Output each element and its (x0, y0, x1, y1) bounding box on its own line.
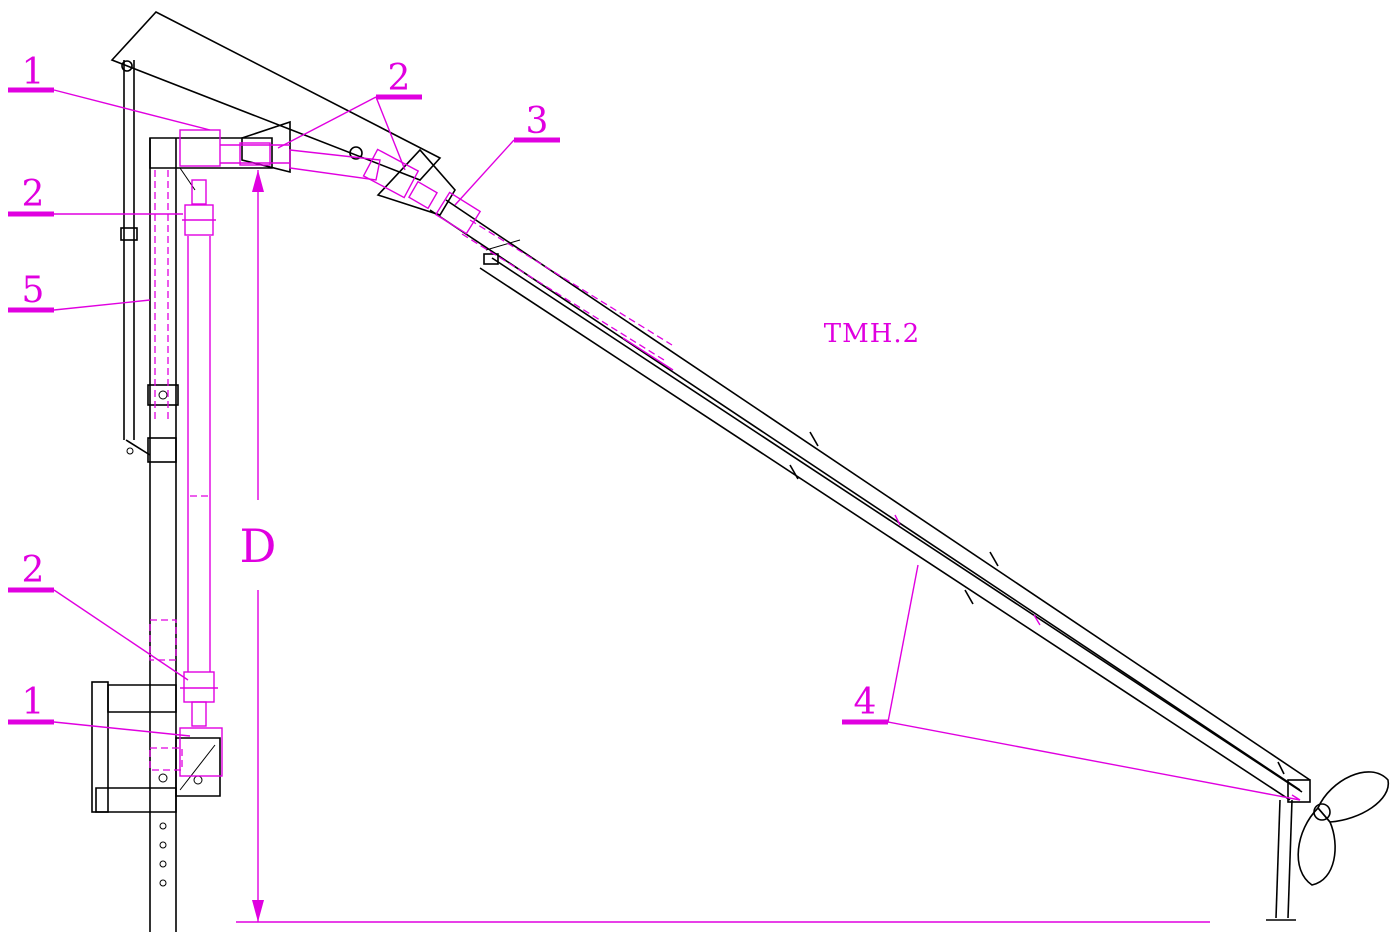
mast-structure (147, 138, 179, 932)
dimension-label: D (240, 519, 277, 573)
callout-2-left: 2 (8, 174, 183, 217)
callout-number: 2 (22, 174, 45, 215)
callout-4: 4 (842, 564, 1301, 801)
callout-1-bottom: 1 (8, 682, 191, 737)
callout-number: 2 (388, 58, 411, 99)
callout-2-bottom: 2 (8, 550, 189, 681)
callout-number: 4 (854, 682, 877, 723)
callout-1-top: 1 (8, 52, 211, 131)
hydraulic-cylinder (120, 60, 151, 456)
lower-bracket (91, 681, 221, 813)
callout-number: 2 (22, 550, 45, 591)
dimension-d: D (236, 170, 1210, 923)
piping (149, 129, 1301, 801)
callout-number: 1 (22, 52, 45, 93)
propeller-unit (1266, 771, 1389, 921)
top-arm (110, 11, 442, 191)
callout-number: 3 (526, 101, 549, 142)
boom (376, 148, 1311, 803)
callout-3: 3 (454, 101, 560, 206)
callout-number: 5 (22, 270, 45, 311)
callout-2-top: 2 (277, 58, 422, 171)
model-label: TMH.2 (824, 319, 920, 349)
callout-5: 5 (8, 270, 151, 313)
callout-number: 1 (22, 682, 45, 723)
